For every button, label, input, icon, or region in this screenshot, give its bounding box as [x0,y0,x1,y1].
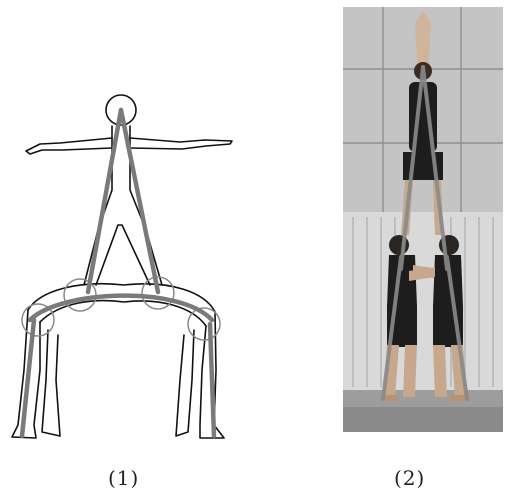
skeleton-line-right-leg [210,324,214,436]
skeleton-line-top-left [88,110,121,292]
skeleton-line-top-right [121,110,158,292]
bottom-left-performer-back-leg [42,330,60,436]
pyramid-photo [343,7,503,432]
skeleton-line-bridge [30,296,212,320]
top-figure-left-arm [26,138,112,154]
bottom-right-performer-back-leg [176,330,194,436]
top-figure-left-leg [84,126,112,285]
panel-1-caption: (1) [108,466,139,490]
pyramid-drawing [0,80,250,452]
top-figure-right-arm [130,138,232,149]
pyramid-drawing-panel [0,80,250,452]
pyramid-photo-panel [343,7,503,432]
top-figure-inner-legs [96,225,150,285]
panel-2-caption: (2) [394,466,425,490]
top-figure-right-leg [130,126,162,285]
